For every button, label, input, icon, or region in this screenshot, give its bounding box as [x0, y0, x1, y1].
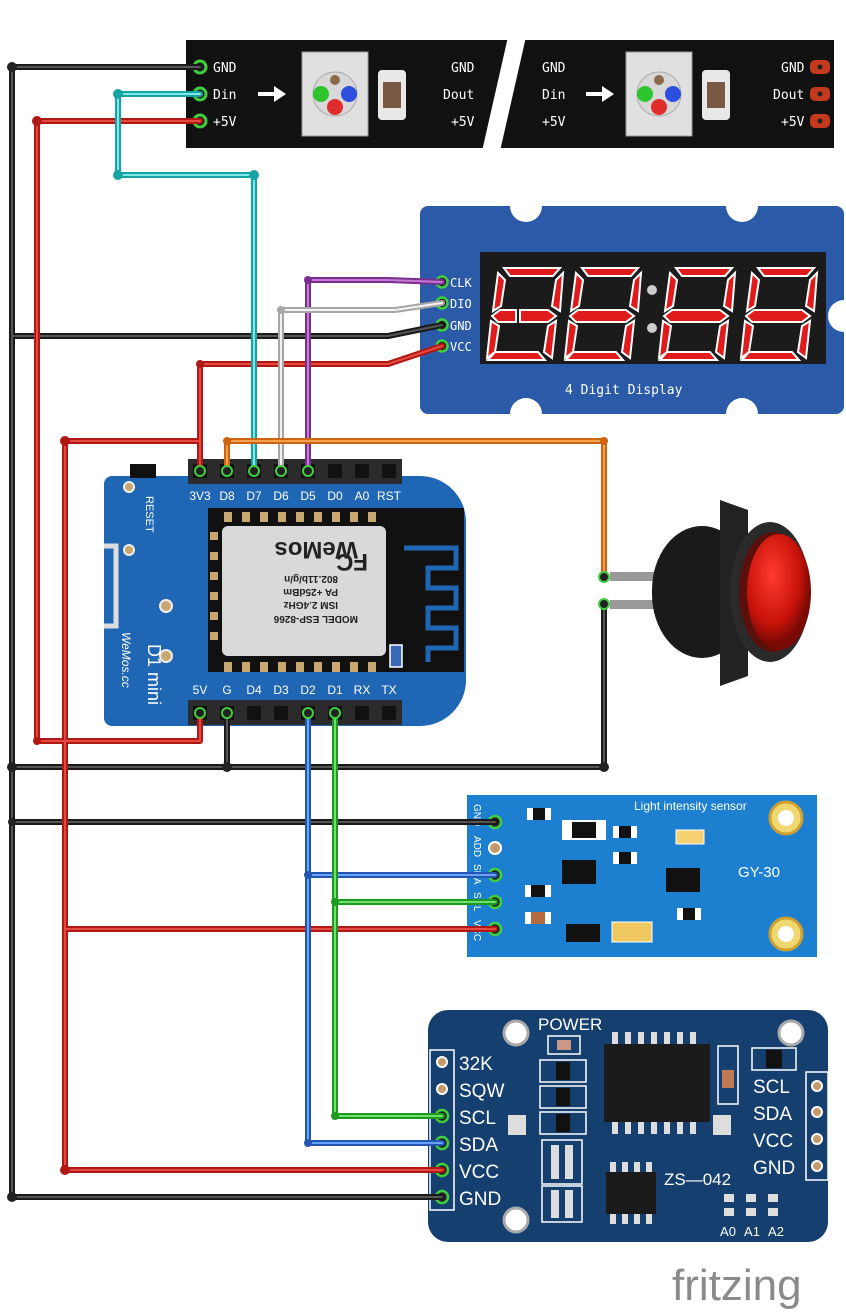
- rtc-right-label-vcc: VCC: [753, 1131, 793, 1152]
- bottom-pin-d3: D3: [273, 683, 289, 697]
- top-pin-3v3: 3V3: [189, 489, 211, 503]
- strip-seg2-label-gnd: GND: [542, 61, 566, 76]
- top-pin-d6: D6: [273, 489, 289, 503]
- display-pin-label-clk: CLK: [450, 276, 472, 290]
- rtc-model-label: ZS—042: [664, 1170, 731, 1189]
- display-pin-label-vcc: VCC: [450, 340, 472, 354]
- strip-in-label-din: Din: [213, 88, 236, 103]
- board-brand-label: D1 mini: [144, 644, 164, 705]
- wire-junction-dots: [7, 62, 609, 1202]
- rtc-chip: [604, 1044, 710, 1122]
- arrow-right-icon: [586, 86, 614, 102]
- bottom-pin-5v: 5V: [193, 683, 208, 697]
- strip-out-label-dout: Dout: [773, 88, 804, 103]
- rtc-label-32k: 32K: [459, 1054, 493, 1075]
- pin-connection-dots: [194, 465, 610, 719]
- bottom-pin-rx: RX: [354, 683, 371, 697]
- reset-label: RESET: [143, 496, 155, 533]
- eeprom-chip: [606, 1172, 656, 1214]
- sensor-pin-add[interactable]: [488, 841, 502, 855]
- push-button[interactable]: [610, 500, 811, 686]
- top-pin-d7: D7: [246, 489, 262, 503]
- top-pin-d8: D8: [219, 489, 235, 503]
- strip-out-label-gnd: GND: [781, 61, 805, 76]
- sensor-model: GY-30: [738, 864, 780, 881]
- module-text-pa: PA +25dBm: [283, 586, 338, 597]
- rtc-pin-32k[interactable]: [436, 1056, 448, 1068]
- strip-seg2-label-5v: +5V: [542, 115, 566, 130]
- bottom-pin-d4: D4: [246, 683, 262, 697]
- module-text-80211: 802.11b/g/n: [284, 573, 338, 584]
- rtc-right-label-gnd: GND: [753, 1158, 795, 1179]
- rtc-addr-a2: A2: [768, 1224, 784, 1239]
- rtc-label-gnd: GND: [459, 1189, 501, 1210]
- strip-in-label-5v: +5V: [213, 115, 237, 130]
- display-pin-label-dio: DIO: [450, 297, 472, 311]
- rtc-right-pin-scl[interactable]: [811, 1080, 823, 1092]
- seven-segment-digits: [485, 267, 819, 361]
- strip-out-label-5v: +5V: [781, 115, 805, 130]
- top-pin-d0: D0: [327, 489, 343, 503]
- strip-seg1-label-5v: +5V: [451, 115, 475, 130]
- rtc-label-vcc: VCC: [459, 1162, 499, 1183]
- board-brand-sub: WeMos.cc: [119, 632, 133, 688]
- rtc-right-pin-vcc[interactable]: [811, 1133, 823, 1145]
- top-pin-rst: RST: [377, 489, 402, 503]
- rtc-label-sqw: SQW: [459, 1081, 504, 1102]
- top-pin-a0: A0: [355, 489, 370, 503]
- capacitor-chip: [378, 70, 406, 120]
- fritzing-logo: fritzing: [672, 1261, 802, 1310]
- sensor-pin-label-add: ADD: [471, 836, 482, 857]
- rtc-right-label-sda: SDA: [753, 1104, 792, 1125]
- four-digit-display-module: 4 Digit Display CLK DIO GND VCC: [420, 206, 844, 414]
- rtc-addr-a1: A1: [744, 1224, 760, 1239]
- bottom-pin-d1: D1: [327, 683, 343, 697]
- fcc-icon: FC: [336, 548, 368, 575]
- capacitor-chip: [702, 70, 730, 120]
- antenna-trace: [404, 545, 459, 662]
- rtc-right-label-scl: SCL: [753, 1077, 790, 1098]
- sensor-pin-label-gnd: GND: [471, 804, 482, 826]
- rtc-power-label: POWER: [538, 1015, 602, 1034]
- rgb-led-chip: [301, 51, 369, 137]
- top-pin-d5: D5: [300, 489, 316, 503]
- module-text-model: MODEL ESP-8266: [273, 613, 358, 624]
- bottom-pin-g: G: [222, 683, 231, 697]
- module-text-ism: ISM 2.4GHz: [284, 599, 338, 610]
- display-label: 4 Digit Display: [565, 383, 683, 398]
- rtc-components: [539, 1059, 587, 1223]
- rgb-led-chip: [625, 51, 693, 137]
- display-pin-label-gnd: GND: [450, 319, 472, 333]
- rtc-right-pin-sda[interactable]: [811, 1106, 823, 1118]
- strip-seg1-label-gnd: GND: [451, 61, 475, 76]
- wemos-d1-mini-board: RESET D1 mini WeMos.cc 3V3 D8 D7 D6 D5 D…: [104, 459, 466, 726]
- strip-seg2-label-din: Din: [542, 88, 565, 103]
- esp-shield: [222, 526, 386, 656]
- wire-gnd-display: [9, 322, 445, 339]
- rtc-pin-sqw[interactable]: [436, 1083, 448, 1095]
- bottom-pin-d2: D2: [300, 683, 316, 697]
- led-strip: GND Din +5V GND Dout +5V GND Din +5V: [186, 28, 834, 160]
- rtc-module: POWER 32K SQW SCL SDA VCC GND: [428, 1010, 829, 1242]
- rtc-right-pin-gnd[interactable]: [811, 1160, 823, 1172]
- rtc-label-sda: SDA: [459, 1135, 498, 1156]
- sensor-title: Light intensity sensor: [634, 799, 747, 813]
- usb-port: [104, 543, 119, 629]
- wire-din: [115, 91, 257, 474]
- module-brand: WeMos: [274, 536, 358, 563]
- light-intensity-sensor: Light intensity sensor GY-30 GND ADD SDA…: [467, 795, 817, 957]
- reset-button[interactable]: [130, 464, 156, 478]
- rtc-addr-a0: A0: [720, 1224, 736, 1239]
- led-strip-break: [480, 28, 528, 160]
- bottom-pin-tx: TX: [381, 683, 396, 697]
- arrow-right-icon: [258, 86, 286, 102]
- strip-seg1-label-dout: Dout: [443, 88, 474, 103]
- sensor-components: [525, 808, 705, 943]
- rtc-label-scl: SCL: [459, 1108, 496, 1129]
- strip-in-label-gnd: GND: [213, 61, 237, 76]
